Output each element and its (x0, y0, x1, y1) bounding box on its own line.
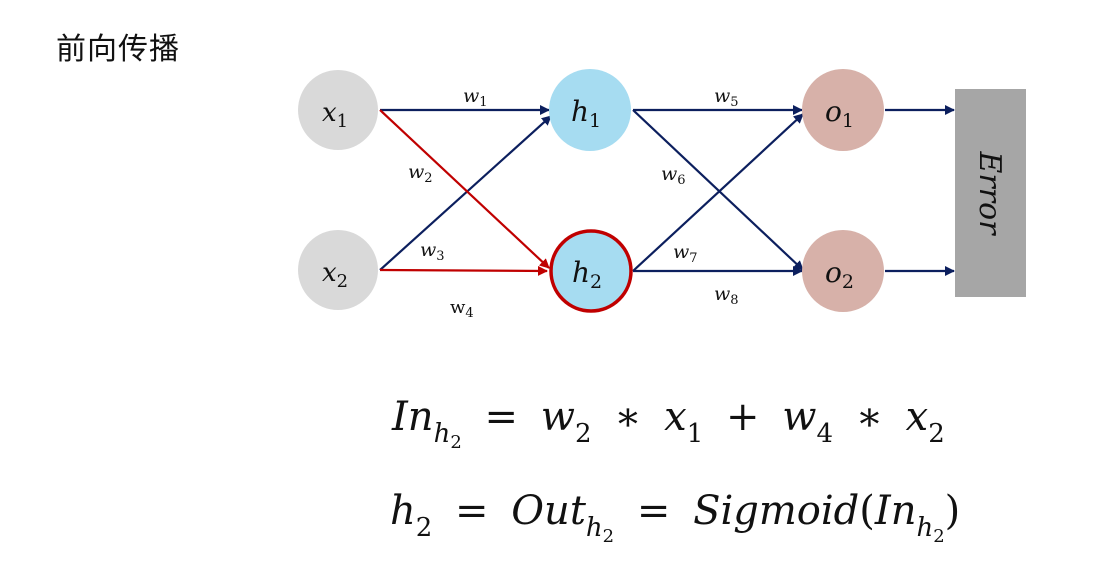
weight-label-w8: w8 (714, 283, 739, 308)
weight-label-w2: w2 (408, 161, 433, 186)
error-box: Error (955, 89, 1026, 297)
page-title: 前向传播 (56, 32, 180, 67)
edge-w4 (379, 265, 548, 276)
node-x1: x1 (298, 70, 378, 150)
svg-text:x2: x2 (322, 258, 348, 292)
weight-label-w7: w7 (673, 241, 698, 266)
svg-text:h2: h2 (572, 256, 602, 293)
edge-w6 (632, 109, 804, 271)
edge-w3 (379, 115, 552, 271)
error-label: Error (972, 151, 1007, 237)
svg-text:o2: o2 (825, 256, 854, 293)
weight-label-w6: w6 (661, 163, 686, 188)
weight-label-w1: w1 (463, 85, 488, 110)
svg-text:x1: x1 (322, 98, 348, 132)
equation-input-h2: Inh2 = w2 ∗ x1 + w4 ∗ x2 (392, 394, 945, 453)
svg-text:h1: h1 (571, 95, 601, 132)
edge-w2 (379, 109, 550, 269)
eq1-lhs: In (392, 394, 434, 440)
node-x2: x2 (298, 230, 378, 310)
equation-output-h2: h2 = Outh2 = Sigmoid(Inh2) (390, 488, 961, 547)
edge-w7 (632, 113, 804, 272)
weight-label-w4: w4 (450, 297, 474, 321)
weight-label-w3: w3 (420, 239, 445, 264)
node-h2-highlighted: h2 (549, 229, 633, 313)
node-o1: o1 (802, 69, 884, 151)
weight-label-w5: w5 (714, 85, 739, 110)
node-o2: o2 (802, 230, 884, 312)
node-h1: h1 (549, 69, 631, 151)
svg-text:o1: o1 (825, 95, 854, 132)
